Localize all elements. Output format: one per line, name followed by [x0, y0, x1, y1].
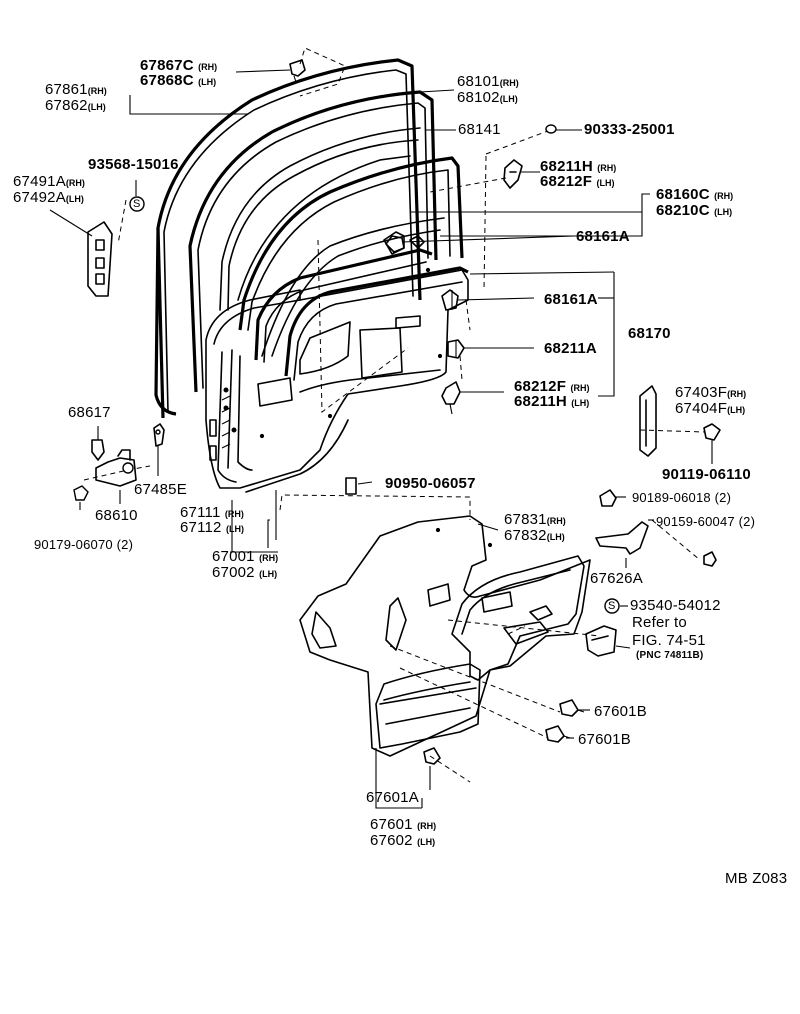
- door-inner-panel: [451, 555, 585, 681]
- trim-bracket: [595, 521, 649, 555]
- label-68160c: 68160C (RH): [656, 186, 734, 203]
- door-hinge: [73, 439, 137, 501]
- trim-clip-1: [559, 699, 585, 717]
- label-68101: 68101(RH): [457, 73, 519, 90]
- label-68141: 68141: [458, 121, 501, 138]
- glass-channel-clip: [503, 159, 523, 189]
- moulding-clip-a: [441, 289, 459, 311]
- ref-line-3: (PNC 74811B): [636, 650, 704, 661]
- door-glass-channel: [238, 156, 464, 357]
- trim-clip-3: [423, 747, 441, 765]
- rear-lower-channel: [639, 385, 721, 457]
- screw-symbol-circle-2: [604, 598, 620, 614]
- label-67862: 67862(LH): [45, 97, 106, 114]
- door-frame-weatherstrip: [219, 127, 421, 311]
- label-93568: 93568-15016: [88, 156, 179, 173]
- label-67601a: 67601A: [366, 789, 419, 806]
- glass-run: [188, 90, 438, 393]
- door-lock-rod: [153, 423, 165, 447]
- label-67403f: 67403F(RH): [675, 384, 747, 401]
- weatherstrip-clip: [289, 59, 306, 83]
- label-68212f-bot: 68212F (RH): [514, 378, 590, 395]
- body-plug: [345, 477, 357, 495]
- label-67867c: 67867C (RH): [140, 57, 218, 74]
- label-67111: 67111 (RH): [180, 504, 244, 521]
- label-67112: 67112 (LH): [180, 519, 244, 536]
- door-trim-board: [299, 515, 591, 757]
- label-90119: 90119-06110: [662, 466, 751, 483]
- moulding-clip-c: [441, 381, 461, 415]
- diagram-code: MB Z083: [725, 870, 788, 887]
- label-90950: 90950-06057: [385, 475, 476, 492]
- door-shell: [205, 267, 469, 493]
- label-68210c: 68210C (LH): [656, 202, 733, 219]
- label-67602: 67602 (LH): [370, 832, 436, 849]
- outer-weatherstrip: [154, 58, 422, 419]
- label-68211h-bot: 68211H (LH): [514, 393, 590, 410]
- label-67601b-2: 67601B: [578, 731, 631, 748]
- label-68161a-top: 68161A: [576, 228, 630, 245]
- label-68617: 68617: [68, 404, 111, 421]
- label-68211a: 68211A: [544, 340, 597, 357]
- label-67831: 67831(RH): [504, 511, 566, 528]
- hole-plug: [545, 124, 557, 134]
- leader-lines: [79, 69, 713, 809]
- bracket-nut: [703, 551, 717, 567]
- label-90179: 90179-06070 (2): [34, 537, 134, 552]
- bracket-screw: [599, 489, 617, 507]
- s-symbol-2: S: [608, 600, 616, 612]
- handle-bezel: [585, 625, 617, 657]
- label-67002: 67002 (LH): [212, 564, 278, 581]
- ref-line-1: Refer to: [632, 614, 687, 631]
- s-symbol-1: S: [133, 198, 141, 210]
- label-68211h-top: 68211H (RH): [540, 158, 617, 175]
- label-67861: 67861(RH): [45, 81, 107, 98]
- label-68610: 68610: [95, 507, 138, 524]
- screw-symbol-circle: [129, 196, 145, 212]
- label-68212f-top: 68212F (LH): [540, 173, 615, 190]
- label-67868c: 67868C (LH): [140, 72, 217, 89]
- ref-line-2: FIG. 74-51: [632, 632, 706, 649]
- label-67601b-1: 67601B: [594, 703, 647, 720]
- label-67485e: 67485E: [134, 481, 187, 498]
- label-67001: 67001 (RH): [212, 548, 279, 565]
- label-68170: 68170: [628, 325, 671, 342]
- label-90159: 90159-60047 (2): [656, 514, 756, 529]
- label-67832: 67832(LH): [504, 527, 565, 544]
- armrest-pocket: [375, 663, 481, 749]
- label-68102: 68102(LH): [457, 89, 518, 106]
- moulding-clip-b: [447, 339, 465, 359]
- label-67626a: 67626A: [590, 570, 643, 587]
- label-90189: 90189-06018 (2): [632, 490, 732, 505]
- trim-clip-2: [545, 725, 571, 743]
- door-check-bracket: [49, 209, 113, 297]
- label-67601: 67601 (RH): [370, 816, 437, 833]
- label-67491a: 67491A(RH): [13, 173, 85, 190]
- label-67404f: 67404F(LH): [675, 400, 746, 417]
- label-67492a: 67492A(LH): [13, 189, 84, 206]
- label-68161a-mid: 68161A: [544, 291, 598, 308]
- label-90333: 90333-25001: [584, 121, 675, 138]
- label-93540: 93540-54012: [630, 597, 721, 614]
